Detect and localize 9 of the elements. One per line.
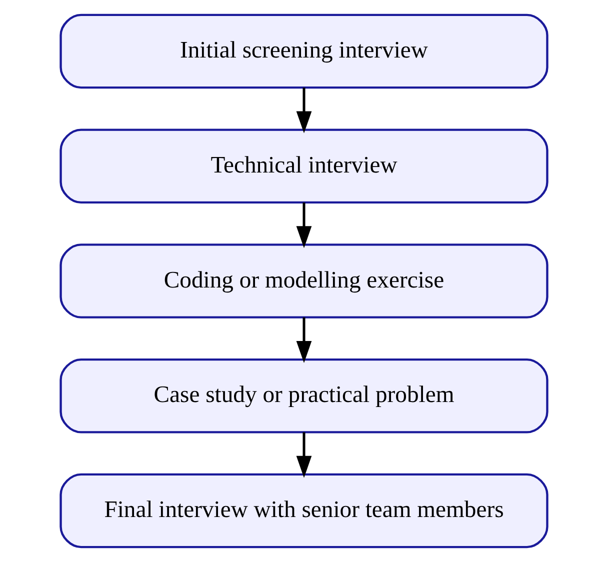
- node-box: Technical interview: [60, 128, 548, 204]
- arrow: [296, 88, 312, 134]
- arrow: [296, 317, 312, 363]
- arrow: [296, 432, 312, 478]
- node-box: Initial screening interview: [60, 14, 548, 89]
- node-box: Final interview with senior team members: [60, 473, 548, 548]
- node-box: Case study or practical problem: [60, 358, 548, 434]
- arrow: [296, 202, 312, 248]
- node-box: Coding or modelling exercise: [60, 244, 548, 318]
